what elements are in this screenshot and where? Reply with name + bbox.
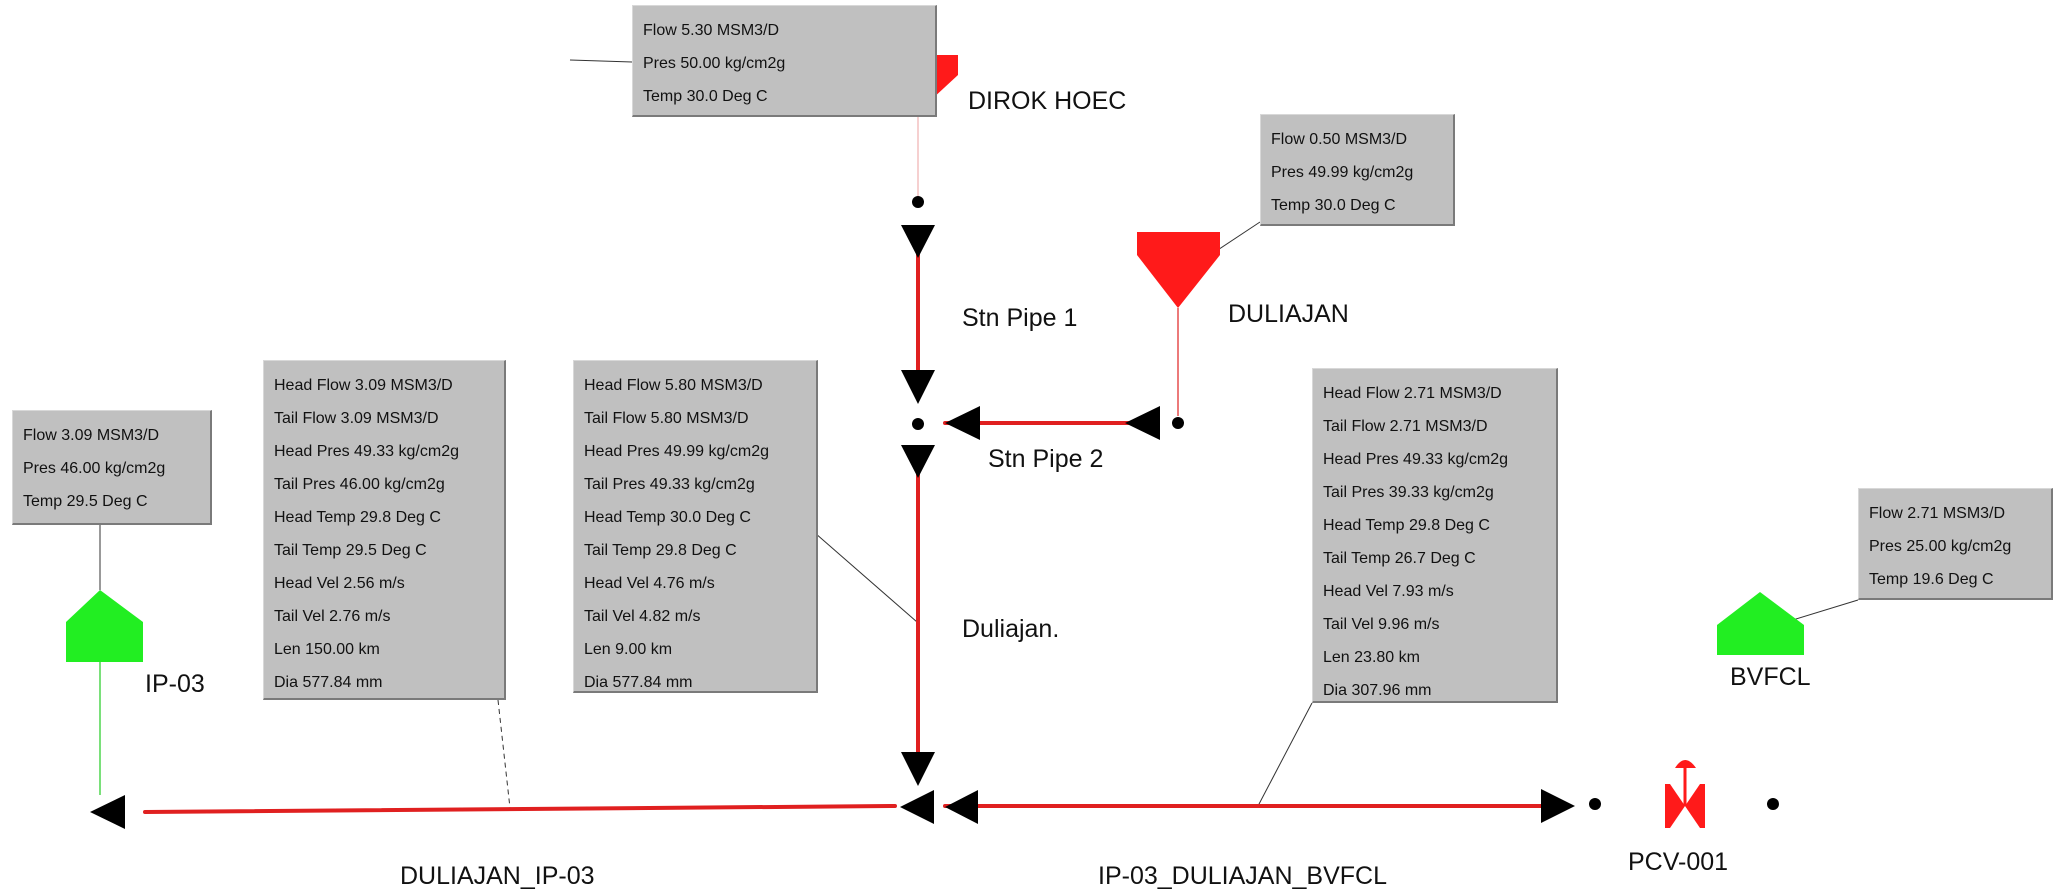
pipe-label-duliajan-dot: Duliajan. <box>962 615 1060 643</box>
junction-main-dot[interactable] <box>912 418 924 430</box>
data-line: Tail Temp 29.5 Deg C <box>274 542 427 559</box>
data-line: Tail Temp 26.7 Deg C <box>1323 550 1476 567</box>
data-line: Head Vel 7.93 m/s <box>1323 583 1454 600</box>
pipe-data-box-duliajan-ip03: Head Flow 3.09 MSM3/D Tail Flow 3.09 MSM… <box>263 360 506 700</box>
arrow-left-icon <box>945 406 980 440</box>
arrow-down-icon <box>901 370 935 404</box>
data-line: Tail Vel 2.76 m/s <box>274 608 391 625</box>
data-line: Tail Flow 3.09 MSM3/D <box>274 410 439 427</box>
arrow-left-icon <box>900 790 934 824</box>
arrow-left-icon <box>1125 406 1160 440</box>
data-line: Tail Pres 49.33 kg/cm2g <box>584 476 755 493</box>
junction-duliajan-dot[interactable] <box>1172 417 1184 429</box>
pipe-label-stn-pipe-1: Stn Pipe 1 <box>962 304 1078 332</box>
data-line: Dia 577.84 mm <box>584 674 693 691</box>
data-line: Head Vel 2.56 m/s <box>274 575 405 592</box>
node-data-box-ip03: Flow 3.09 MSM3/D Pres 46.00 kg/cm2g Temp… <box>12 410 212 525</box>
arrow-left-icon <box>90 795 125 829</box>
node-data-box-duliajan: Flow 0.50 MSM3/D Pres 49.99 kg/cm2g Temp… <box>1260 114 1455 226</box>
data-line: Temp 29.5 Deg C <box>23 493 148 510</box>
node-data-box-bvfcl: Flow 2.71 MSM3/D Pres 25.00 kg/cm2g Temp… <box>1858 488 2053 600</box>
data-line: Dia 307.96 mm <box>1323 682 1432 699</box>
data-line: Pres 49.99 kg/cm2g <box>1271 164 1414 181</box>
data-line: Head Flow 5.80 MSM3/D <box>584 377 763 394</box>
data-line: Head Pres 49.33 kg/cm2g <box>274 443 459 460</box>
data-line: Head Vel 4.76 m/s <box>584 575 715 592</box>
data-line: Tail Pres 46.00 kg/cm2g <box>274 476 445 493</box>
data-line: Flow 5.30 MSM3/D <box>643 22 780 39</box>
junction-pcv-out-dot[interactable] <box>1767 798 1779 810</box>
data-line: Len 9.00 km <box>584 641 673 658</box>
data-line: Pres 50.00 kg/cm2g <box>643 55 786 72</box>
junction-pcv-in-dot[interactable] <box>1589 798 1601 810</box>
node-label-ip03: IP-03 <box>145 670 205 698</box>
data-line: Tail Flow 5.80 MSM3/D <box>584 410 749 427</box>
callout-line-duliajan-dot <box>814 532 918 623</box>
data-line: Head Flow 2.71 MSM3/D <box>1323 385 1502 402</box>
data-line: Len 150.00 km <box>274 641 380 658</box>
data-line: Head Temp 29.8 Deg C <box>1323 517 1490 534</box>
data-line: Tail Pres 39.33 kg/cm2g <box>1323 484 1494 501</box>
data-line: Temp 30.0 Deg C <box>1271 197 1396 214</box>
source-node-icon-duliajan[interactable] <box>1137 232 1220 308</box>
callout-line-bvfcl-pipe <box>1257 702 1313 807</box>
data-line: Tail Flow 2.71 MSM3/D <box>1323 418 1488 435</box>
valve-label-pcv001: PCV-001 <box>1628 848 1729 876</box>
pipe-data-box-duliajan-dot: Head Flow 5.80 MSM3/D Tail Flow 5.80 MSM… <box>573 360 818 693</box>
data-line: Pres 46.00 kg/cm2g <box>23 460 166 477</box>
callout-line-duliajan-ip03 <box>497 699 511 809</box>
data-line: Flow 0.50 MSM3/D <box>1271 131 1408 148</box>
data-line: Len 23.80 km <box>1323 649 1420 666</box>
data-line: Pres 25.00 kg/cm2g <box>1869 538 2012 555</box>
data-line: Head Flow 3.09 MSM3/D <box>274 377 453 394</box>
control-valve-icon[interactable] <box>1665 760 1705 828</box>
node-label-dirok: DIROK HOEC <box>968 87 1127 115</box>
data-line: Head Temp 29.8 Deg C <box>274 509 441 526</box>
node-label-duliajan: DULIAJAN <box>1228 300 1349 328</box>
data-line: Temp 19.6 Deg C <box>1869 571 1994 588</box>
pipe-label-stn-pipe-2: Stn Pipe 2 <box>988 445 1104 473</box>
data-line: Flow 3.09 MSM3/D <box>23 427 160 444</box>
data-line: Tail Temp 29.8 Deg C <box>584 542 737 559</box>
data-line: Tail Vel 9.96 m/s <box>1323 616 1440 633</box>
pipe-label-ip03-duliajan-bvfcl: IP-03_DULIAJAN_BVFCL <box>1098 862 1388 890</box>
pipe-data-box-ip03-duliajan-bvfcl: Head Flow 2.71 MSM3/D Tail Flow 2.71 MSM… <box>1312 368 1558 703</box>
pipe-duliajan-ip03[interactable] <box>143 804 897 814</box>
data-line: Head Temp 30.0 Deg C <box>584 509 751 526</box>
pipe-label-duliajan-ip03: DULIAJAN_IP-03 <box>400 862 595 890</box>
arrow-right-icon <box>945 790 978 824</box>
data-line: Head Pres 49.33 kg/cm2g <box>1323 451 1508 468</box>
data-line: Tail Vel 4.82 m/s <box>584 608 701 625</box>
data-line: Head Pres 49.99 kg/cm2g <box>584 443 769 460</box>
sink-node-icon-bvfcl[interactable] <box>1717 592 1804 655</box>
node-label-bvfcl: BVFCL <box>1730 663 1811 691</box>
node-data-box-dirok: Flow 5.30 MSM3/D Pres 50.00 kg/cm2g Temp… <box>632 5 937 117</box>
arrow-right-icon <box>1541 789 1575 823</box>
arrow-down-icon <box>901 752 935 786</box>
data-line: Dia 577.84 mm <box>274 674 383 691</box>
junction-dirok-dot[interactable] <box>912 196 924 208</box>
sink-node-icon-ip03[interactable] <box>66 590 143 662</box>
arrow-down-icon <box>901 225 935 258</box>
arrow-down-icon <box>901 445 935 478</box>
data-line: Temp 30.0 Deg C <box>643 88 768 105</box>
data-line: Flow 2.71 MSM3/D <box>1869 505 2006 522</box>
